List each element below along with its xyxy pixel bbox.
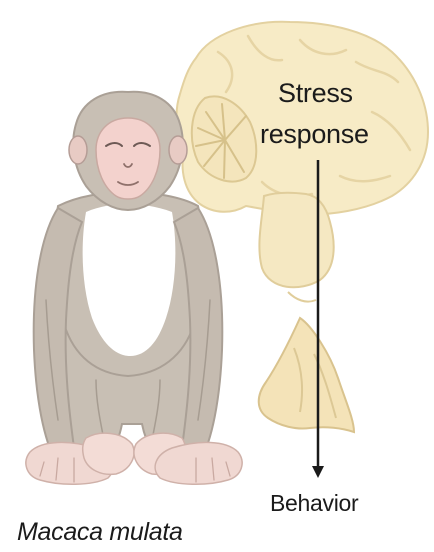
- brainstem: [259, 193, 333, 288]
- behavior-label: Behavior: [270, 492, 358, 515]
- adrenal-gland: [259, 318, 354, 432]
- stress-response-label-line1: Stress: [278, 80, 353, 107]
- monkey-left-ear: [69, 136, 87, 164]
- stress-response-label-line2: response: [260, 121, 369, 148]
- monkey-right-ear: [169, 136, 187, 164]
- monkey-left-hand: [83, 433, 134, 474]
- species-label: Macaca mulata: [17, 520, 183, 545]
